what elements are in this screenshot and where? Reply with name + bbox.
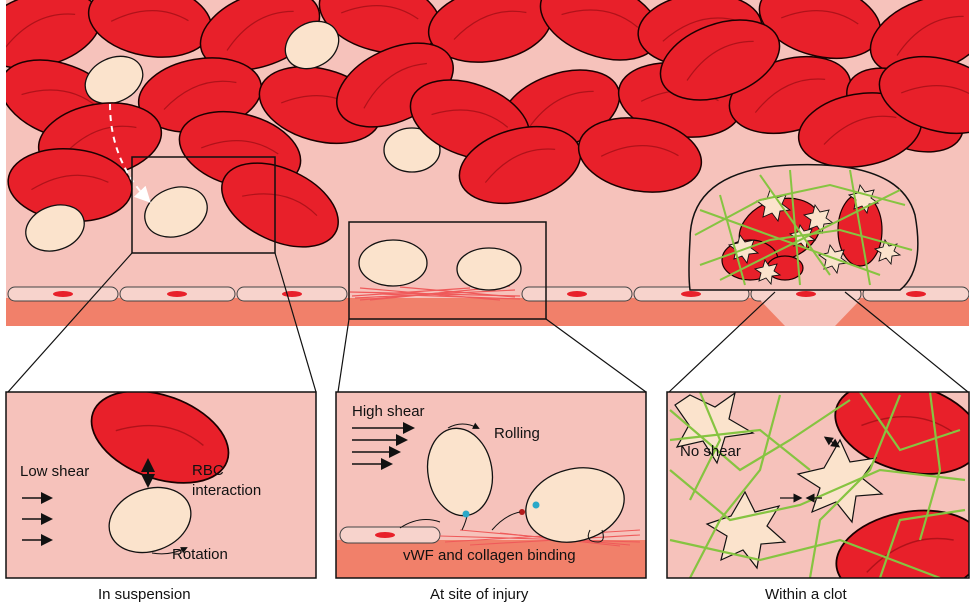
- low-shear-arrows: [22, 492, 53, 546]
- zoom-box-suspension: [131, 156, 276, 254]
- vessel-wound: [760, 300, 860, 326]
- panel-clot-border: [666, 391, 970, 579]
- panel-suspension-border: [5, 391, 317, 579]
- platelet-rotating: [108, 486, 192, 554]
- interaction-label: interaction: [192, 482, 262, 499]
- vessel-scene: [6, 0, 969, 326]
- platelets-plasma: [25, 186, 208, 252]
- platelet-trajectory: [109, 103, 151, 203]
- caption-clot: Within a clot: [765, 586, 847, 603]
- panel-suspension: [6, 392, 316, 578]
- platelet-bound: [525, 467, 625, 543]
- platelets-injury: [358, 239, 522, 291]
- panel-injury: [336, 392, 646, 578]
- high-shear-arrows: [352, 422, 415, 470]
- caption-injury: At site of injury: [430, 586, 529, 603]
- rotation-label: Rotation: [172, 546, 228, 563]
- rolling-label: Rolling: [494, 425, 540, 442]
- no-shear-label: No shear: [680, 443, 741, 460]
- panel-clot: [667, 392, 969, 578]
- zoom-box-injury: [348, 221, 547, 320]
- panel-injury-border: [335, 391, 647, 579]
- clot-contact-arrows: [780, 436, 841, 503]
- platelets-upper: [84, 20, 441, 173]
- clot: [688, 163, 919, 326]
- low-shear-label: Low shear: [20, 463, 90, 480]
- binding-label: vWF and collagen binding: [403, 547, 576, 564]
- zoom-lines: [7, 252, 969, 393]
- rbc-label: RBC: [192, 462, 224, 479]
- high-shear-label: High shear: [352, 403, 425, 420]
- fibrin-mesh: [669, 392, 966, 578]
- caption-suspension: In suspension: [98, 586, 191, 603]
